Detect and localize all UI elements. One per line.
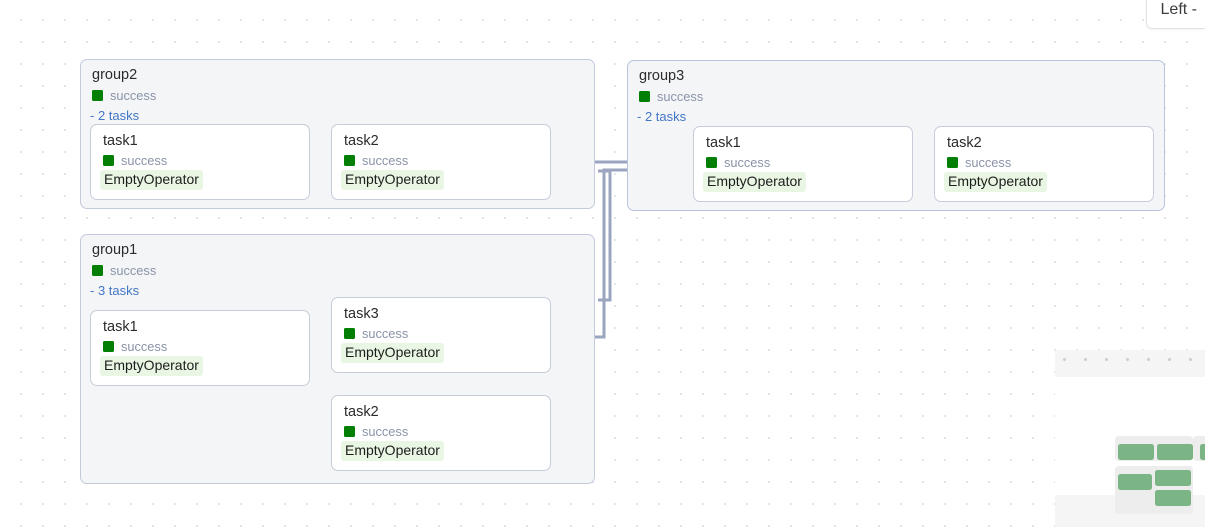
group-status: success: [639, 89, 703, 104]
minimap-grid-dot: [1168, 358, 1171, 361]
group-status: success: [92, 263, 156, 278]
group-title: group1: [92, 242, 138, 258]
task-status-label: success: [965, 155, 1012, 170]
minimap-grid-dot: [1084, 358, 1087, 361]
task-node-group2-task2[interactable]: task2 success EmptyOperator: [331, 124, 551, 200]
minimap-grid-dot: [1063, 358, 1066, 361]
group-title: group2: [92, 67, 138, 83]
status-square-icon: [344, 426, 355, 437]
status-square-icon: [103, 155, 114, 166]
minimap-grid-dot: [1147, 358, 1150, 361]
minimap-task-2: [1200, 444, 1205, 460]
group-status-label: success: [657, 89, 704, 104]
group-tasks-toggle[interactable]: - 2 tasks: [637, 109, 687, 124]
group-tasks-toggle[interactable]: - 3 tasks: [90, 283, 140, 298]
task-title: task1: [706, 135, 741, 151]
task-title: task2: [947, 135, 982, 151]
task-status: success: [706, 155, 770, 170]
task-operator-chip: EmptyOperator: [341, 170, 444, 190]
task-status: success: [344, 424, 408, 439]
task-node-group1-task2[interactable]: task2 success EmptyOperator: [331, 395, 551, 471]
task-operator-chip: EmptyOperator: [703, 172, 806, 192]
status-square-icon: [92, 265, 103, 276]
task-status-label: success: [724, 155, 771, 170]
task-node-group3-task1[interactable]: task1 success EmptyOperator: [693, 126, 913, 202]
task-status-label: success: [362, 153, 409, 168]
task-operator-chip: EmptyOperator: [944, 172, 1047, 192]
group-title: group3: [639, 68, 685, 84]
task-title: task2: [344, 404, 379, 420]
minimap-grid-dot: [1105, 358, 1108, 361]
task-status: success: [344, 153, 408, 168]
group-tasks-toggle[interactable]: - 2 tasks: [90, 108, 140, 123]
task-status-label: success: [362, 326, 409, 341]
minimap-task-1: [1157, 444, 1193, 460]
task-status: success: [103, 339, 167, 354]
status-square-icon: [706, 157, 717, 168]
task-status: success: [103, 153, 167, 168]
task-status: success: [947, 155, 1011, 170]
group-status-label: success: [110, 88, 157, 103]
status-square-icon: [92, 90, 103, 101]
minimap-grid-dot: [1189, 358, 1192, 361]
minimap-task-5: [1155, 490, 1191, 506]
status-square-icon: [344, 328, 355, 339]
status-square-icon: [344, 155, 355, 166]
task-status-label: success: [362, 424, 409, 439]
group-status-label: success: [110, 263, 157, 278]
task-operator-chip: EmptyOperator: [100, 356, 203, 376]
task-operator-chip: EmptyOperator: [341, 343, 444, 363]
task-node-group1-task3[interactable]: task3 success EmptyOperator: [331, 297, 551, 373]
status-square-icon: [639, 91, 650, 102]
task-operator-chip: EmptyOperator: [341, 441, 444, 461]
task-title: task2: [344, 133, 379, 149]
task-node-group1-task1[interactable]: task1 success EmptyOperator: [90, 310, 310, 386]
minimap-task-4: [1155, 470, 1191, 486]
task-title: task1: [103, 319, 138, 335]
graph-minimap[interactable]: [1055, 350, 1205, 527]
task-status-label: success: [121, 339, 168, 354]
task-status-label: success: [121, 153, 168, 168]
task-node-group2-task1[interactable]: task1 success EmptyOperator: [90, 124, 310, 200]
task-operator-chip: EmptyOperator: [100, 170, 203, 190]
minimap-task-0: [1118, 444, 1154, 460]
minimap-grid-dot: [1126, 358, 1129, 361]
task-title: task1: [103, 133, 138, 149]
minimap-viewport[interactable]: [1055, 377, 1205, 514]
task-title: task3: [344, 306, 379, 322]
group-status: success: [92, 88, 156, 103]
edge-group2-task1-to-group1-task1: [598, 169, 612, 302]
status-square-icon: [947, 157, 958, 168]
status-square-icon: [103, 341, 114, 352]
minimap-task-3: [1118, 474, 1152, 490]
task-status: success: [344, 326, 408, 341]
layout-direction-button[interactable]: Left -: [1145, 0, 1205, 29]
task-node-group3-task2[interactable]: task2 success EmptyOperator: [934, 126, 1154, 202]
